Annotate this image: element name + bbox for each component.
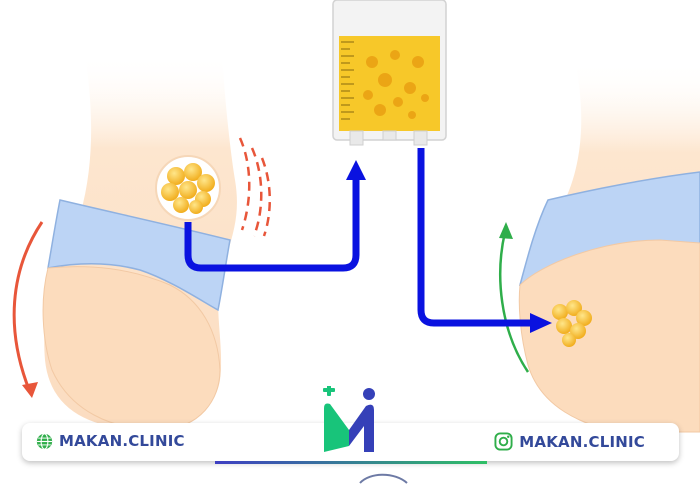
decorative-curve xyxy=(359,473,408,484)
injection-tube xyxy=(417,148,552,333)
fat-collection-bag xyxy=(332,0,447,146)
extraction-tube xyxy=(184,160,366,272)
fat-cluster-right xyxy=(552,300,592,347)
website-link[interactable]: MAKAN.CLINIC xyxy=(36,432,185,450)
globe-icon xyxy=(36,432,53,450)
right-body-figure xyxy=(518,60,700,433)
green-upward-arrow-icon xyxy=(499,222,530,373)
accent-line xyxy=(215,461,487,464)
fat-cluster-left xyxy=(161,163,215,214)
red-downward-arrow-icon xyxy=(12,221,44,398)
instagram-link[interactable]: MAKAN.CLINIC xyxy=(494,432,645,451)
left-body-figure xyxy=(42,55,271,431)
website-text: MAKAN.CLINIC xyxy=(59,432,185,450)
makan-clinic-logo-icon xyxy=(323,386,375,452)
instagram-icon xyxy=(494,432,513,451)
instagram-text: MAKAN.CLINIC xyxy=(519,432,645,451)
